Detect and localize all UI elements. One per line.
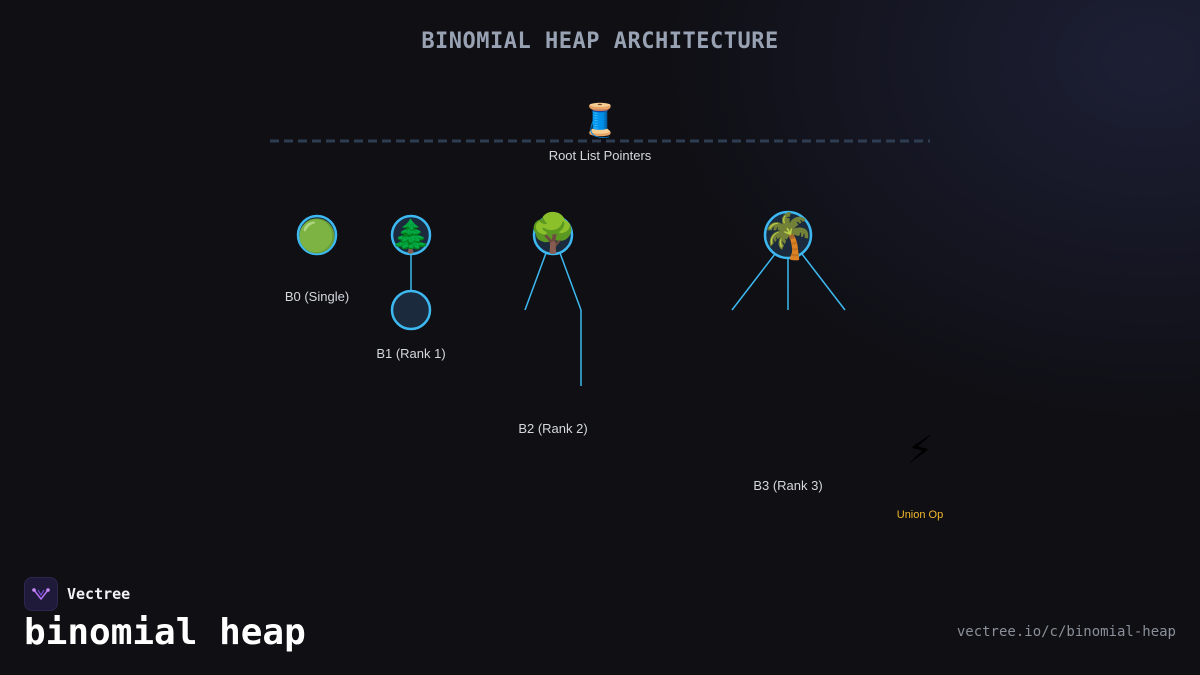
tree-b2-edge <box>524 252 547 311</box>
spool-icon: 🧵 <box>580 101 620 139</box>
lightning-icon: ⚡ <box>907 428 934 472</box>
union-op: ⚡ Union Op <box>897 428 943 521</box>
tree-b1: 🌲 B1 (Rank 1) <box>376 214 446 361</box>
tree-b1-label: B1 (Rank 1) <box>376 346 445 361</box>
root-list-label: Root List Pointers <box>549 148 652 163</box>
tree-b3-edge <box>801 253 846 311</box>
vectree-logo-icon <box>24 577 58 611</box>
tree-b1-root-node <box>390 214 432 256</box>
tree-b0-label: B0 (Single) <box>285 289 349 304</box>
tree-b3-root-node <box>763 210 813 260</box>
tree-b2: 🌳 B2 (Rank 2) <box>518 210 587 436</box>
brand-name: Vectree <box>67 585 131 603</box>
brand: Vectree <box>24 577 130 611</box>
source-url: vectree.io/c/binomial-heap <box>956 624 1176 640</box>
tree-b3: 🌴 B3 (Rank 3) <box>731 210 846 493</box>
palm-tree-icon: 🌴 <box>761 211 816 262</box>
topic-title: binomial heap <box>24 612 306 653</box>
green-circle-icon: 🟢 <box>297 217 337 255</box>
tree-b2-edge <box>559 252 582 311</box>
deciduous-tree-icon: 🌳 <box>529 210 576 255</box>
diagram-title: BINOMIAL HEAP ARCHITECTURE <box>421 29 778 54</box>
tree-b3-edge <box>731 253 776 311</box>
tree-b2-label: B2 (Rank 2) <box>518 421 587 436</box>
evergreen-tree-icon: 🌲 <box>391 217 431 255</box>
tree-b2-root-node <box>532 214 574 256</box>
union-op-label: Union Op <box>897 509 943 521</box>
tree-b0-root-node <box>296 214 338 256</box>
tree-b1-child-node <box>390 289 432 331</box>
tree-b3-label: B3 (Rank 3) <box>753 478 822 493</box>
tree-b0: 🟢 B0 (Single) <box>285 214 349 304</box>
